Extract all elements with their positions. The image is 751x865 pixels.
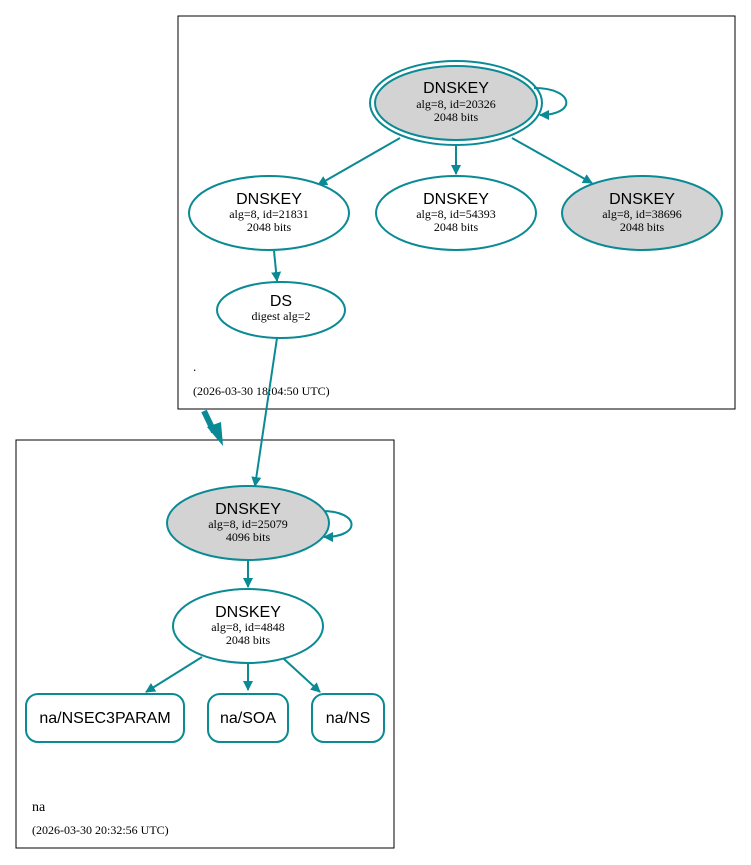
node-na-zsk[interactable]: DNSKEY alg=8, id=4848 2048 bits <box>172 588 324 664</box>
delegation-arrow <box>201 409 223 446</box>
node-detail: alg=8, id=4848 <box>211 620 285 634</box>
edge-root-ksk-zsk1 <box>317 137 401 186</box>
node-detail: alg=8, id=54393 <box>416 207 496 221</box>
node-rr-soa[interactable]: na/SOA <box>207 693 289 743</box>
rr-label: na/SOA <box>220 710 276 727</box>
zone-na-name: na <box>32 800 46 815</box>
node-detail: alg=8, id=38696 <box>602 207 682 221</box>
node-title: DNSKEY <box>236 191 302 208</box>
zone-na-timestamp: (2026-03-30 20:32:56 UTC) <box>32 823 169 837</box>
node-title: DNSKEY <box>215 604 281 621</box>
node-root-zsk-38696[interactable]: DNSKEY alg=8, id=38696 2048 bits <box>561 175 723 251</box>
zone-root-timestamp: (2026-03-30 18:04:50 UTC) <box>193 384 330 398</box>
node-detail: alg=8, id=21831 <box>229 207 309 221</box>
node-title: DS <box>270 293 292 310</box>
node-detail: alg=8, id=25079 <box>208 517 288 531</box>
edge-na-zsk-ns <box>283 658 321 693</box>
node-detail: 2048 bits <box>434 110 479 124</box>
edge-zsk1-ds <box>271 250 282 282</box>
node-detail: 4096 bits <box>226 530 271 544</box>
node-title: DNSKEY <box>609 191 675 208</box>
edge-root-ksk-self <box>533 87 568 120</box>
node-root-zsk-54393[interactable]: DNSKEY alg=8, id=54393 2048 bits <box>375 175 537 251</box>
rr-label: na/NS <box>326 710 370 727</box>
zone-root-box <box>177 15 736 410</box>
node-detail: 2048 bits <box>434 220 479 234</box>
edge-na-zsk-nsec3param <box>145 656 203 693</box>
edge-na-ksk-self <box>321 510 353 542</box>
edge-ds-na-ksk <box>251 337 278 487</box>
node-detail: 2048 bits <box>226 633 271 647</box>
edge-root-ksk-zsk3 <box>511 137 593 184</box>
node-title: DNSKEY <box>215 501 281 518</box>
node-detail: 2048 bits <box>247 220 292 234</box>
node-na-ksk[interactable]: DNSKEY alg=8, id=25079 4096 bits <box>166 485 330 561</box>
node-detail: digest alg=2 <box>251 309 310 323</box>
zone-na-box <box>15 439 395 849</box>
node-rr-ns[interactable]: na/NS <box>311 693 385 743</box>
node-root-ksk[interactable]: DNSKEY alg=8, id=20326 2048 bits <box>369 60 543 146</box>
node-title: DNSKEY <box>423 191 489 208</box>
node-rr-nsec3param[interactable]: na/NSEC3PARAM <box>25 693 185 743</box>
zone-root-name: . <box>193 359 196 374</box>
node-detail: alg=8, id=20326 <box>416 97 496 111</box>
node-root-zsk-21831[interactable]: DNSKEY alg=8, id=21831 2048 bits <box>188 175 350 251</box>
rr-label: na/NSEC3PARAM <box>39 710 170 727</box>
node-title: DNSKEY <box>423 80 489 97</box>
node-detail: 2048 bits <box>620 220 665 234</box>
node-ds[interactable]: DS digest alg=2 <box>216 281 346 339</box>
